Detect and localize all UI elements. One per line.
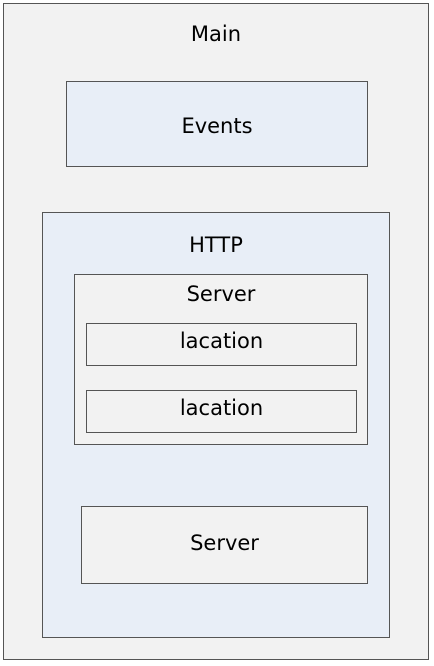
- server-label: Server: [190, 531, 259, 555]
- location-label: lacation: [179, 329, 264, 353]
- server-block: Server: [81, 506, 368, 584]
- location-block: lacation: [86, 390, 357, 433]
- http-label: HTTP: [189, 233, 243, 257]
- location-label: lacation: [179, 396, 264, 420]
- main-block: Main Events HTTP Server lacation lacatio…: [3, 3, 429, 660]
- events-block: Events: [66, 81, 368, 167]
- events-label: Events: [181, 114, 253, 138]
- http-block: HTTP Server lacation lacation Server: [42, 212, 390, 638]
- server-label: Server: [186, 282, 256, 306]
- main-label: Main: [190, 22, 242, 46]
- location-block: lacation: [86, 323, 357, 366]
- server-block: Server lacation lacation: [74, 274, 368, 445]
